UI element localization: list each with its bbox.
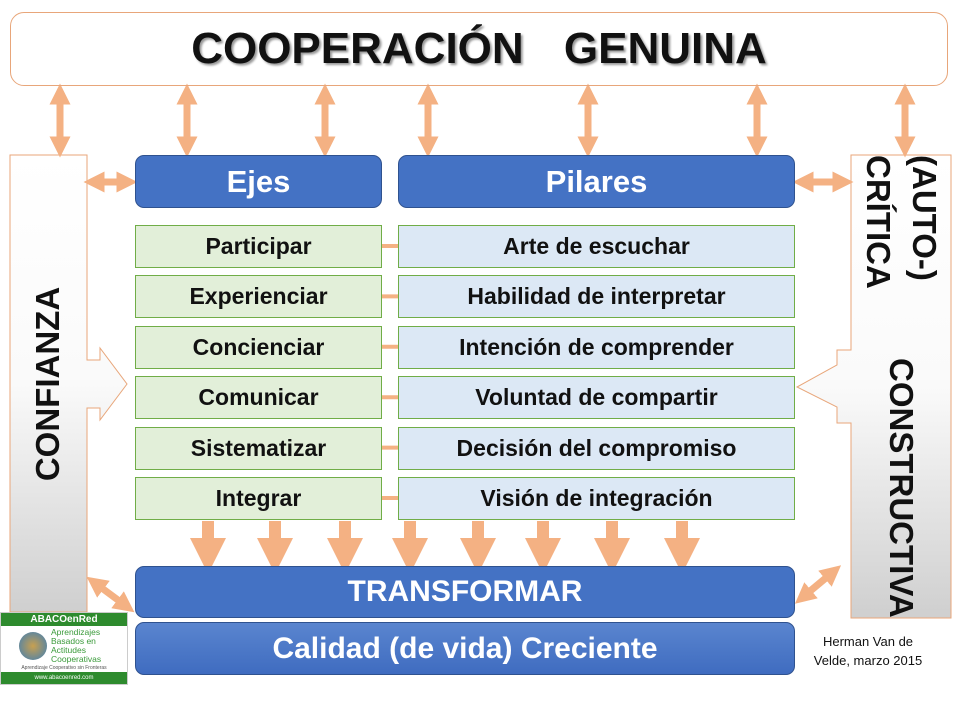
abacoenred-logo[interactable]: ABACOenRed Aprendizajes Basados en Actit… (0, 612, 128, 685)
logo-body: Aprendizajes Basados en Actitudes Cooper… (1, 626, 127, 664)
logo-tagline: Aprendizajes Basados en Actitudes Cooper… (51, 627, 102, 664)
pilar-item: Arte de escuchar (398, 225, 795, 268)
pilar-item: Habilidad de interpretar (398, 275, 795, 319)
double-arrow-icon (794, 565, 842, 604)
confianza-text: CONFIANZA (29, 286, 67, 481)
calidad-box: Calidad (de vida) Creciente (135, 622, 795, 675)
eje-item: Comunicar (135, 376, 382, 420)
transformar-box: TRANSFORMAR (135, 566, 795, 618)
logo-url[interactable]: www.abacoenred.com (1, 672, 127, 684)
pilar-item: Intención de comprender (398, 325, 795, 369)
ejes-header: Ejes (135, 155, 382, 208)
pilar-item: Visión de integración (398, 477, 795, 520)
eje-item: Sistematizar (135, 426, 382, 470)
pilares-header: Pilares (398, 155, 795, 208)
eje-item: Experienciar (135, 275, 382, 319)
logo-globe-icon (19, 632, 47, 660)
eje-item: Participar (135, 225, 382, 268)
pilar-item: Decisión del compromiso (398, 426, 795, 470)
critica-line2: CONSTRUCTIVA (883, 358, 920, 618)
critica-line1: (AUTO-) CRÍTICA (860, 155, 943, 289)
page-title: COOPERACIÓN GENUINA (10, 12, 948, 86)
logo-subtitle: Aprendizaje Cooperativo sin Fronteras (21, 665, 107, 671)
double-arrow-icon (86, 576, 135, 613)
confianza-label: CONFIANZA (10, 155, 87, 612)
critica-shape (795, 154, 952, 619)
logo-name: ABACOenRed (1, 613, 127, 626)
eje-item: Concienciar (135, 325, 382, 369)
eje-item: Integrar (135, 477, 382, 520)
author-credit: Herman Van de Velde, marzo 2015 (813, 634, 923, 668)
critica-label: (AUTO-) CRÍTICA CONSTRUCTIVA (851, 155, 951, 618)
pilar-item: Voluntad de compartir (398, 376, 795, 420)
